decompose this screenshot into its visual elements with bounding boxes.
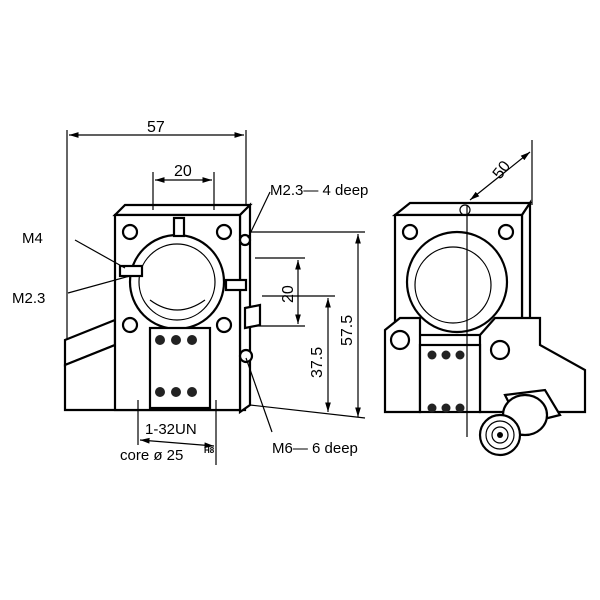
callout-thread: 1-32UN: [145, 421, 197, 438]
dimension-lines: [66, 130, 533, 465]
callout-m23-deep: M2.3— 4 deep: [270, 182, 368, 199]
right-mount: [383, 199, 587, 457]
dim-center-height: 37.5: [309, 347, 326, 378]
callout-m4: M4: [22, 230, 43, 247]
dim-width-57: 57: [147, 119, 165, 136]
callout-core-tolerance: H8: [204, 446, 215, 455]
screws: [155, 335, 197, 397]
left-mount: [63, 202, 262, 415]
adjuster-knob: [478, 388, 562, 457]
callout-m6-deep: M6— 6 deep: [272, 440, 358, 457]
callout-m23: M2.3: [12, 290, 45, 307]
callout-core: core ø 25: [120, 447, 183, 464]
dim-hole-spacing-20: 20: [174, 163, 192, 180]
dim-total-height: 57.5: [339, 315, 356, 346]
dim-vertical-20: 20: [280, 285, 297, 303]
dim-rotated-50: 50: [490, 158, 514, 183]
